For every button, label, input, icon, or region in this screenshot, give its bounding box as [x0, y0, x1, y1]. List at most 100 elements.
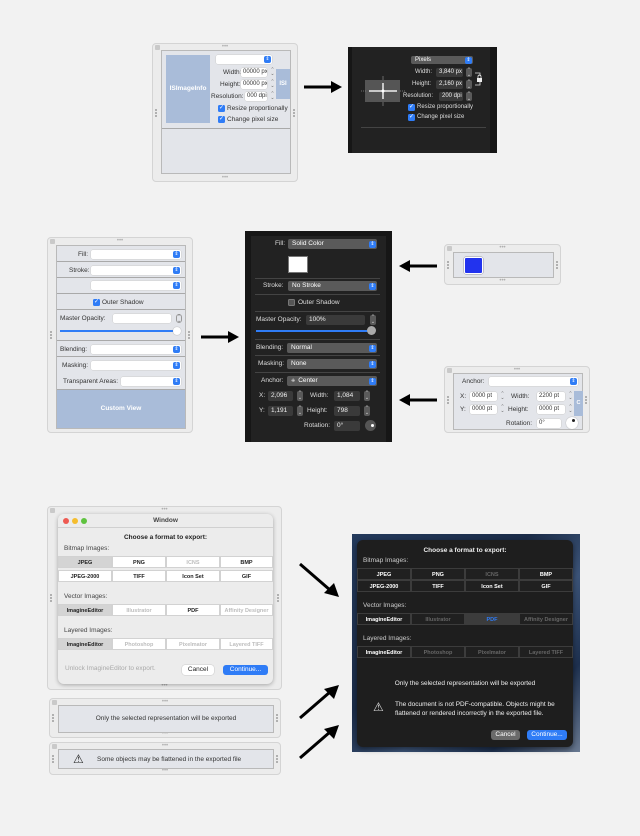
- y-stepper[interactable]: ⌃⌄: [297, 405, 303, 416]
- format-jpeg-2000[interactable]: JPEG-2000: [58, 570, 112, 582]
- slider-knob[interactable]: [173, 327, 181, 335]
- format-layered-tiff[interactable]: Layered TIFF: [220, 638, 273, 650]
- rotation-dial[interactable]: [566, 417, 578, 429]
- close-icon[interactable]: [447, 368, 452, 373]
- width-stepper[interactable]: ⌃⌄: [568, 391, 573, 401]
- y-stepper[interactable]: ⌃⌄: [500, 404, 505, 414]
- cancel-button[interactable]: Cancel: [491, 730, 520, 740]
- format-affinity-designer[interactable]: Affinity Designer: [220, 604, 273, 616]
- lock-icon[interactable]: [474, 71, 484, 87]
- stroke-popup[interactable]: No Stroke⇕: [288, 281, 377, 291]
- master-opacity-field[interactable]: 100%: [306, 315, 365, 325]
- resize-handle-bottom[interactable]: •••: [499, 278, 506, 284]
- format-photoshop[interactable]: Photoshop: [112, 638, 166, 650]
- close-icon[interactable]: [50, 239, 55, 244]
- height-stepper[interactable]: ⌃⌄: [568, 404, 573, 414]
- format-gif[interactable]: GIF: [519, 580, 573, 592]
- master-opacity-stepper[interactable]: ⌃⌄: [370, 314, 376, 325]
- fill-color-well[interactable]: [288, 256, 308, 273]
- blending-popup[interactable]: Normal⇕: [287, 343, 377, 353]
- width-field[interactable]: 1,084: [334, 391, 360, 401]
- close-window-button[interactable]: [63, 518, 69, 524]
- format-imagineeditor-layered[interactable]: ImagineEditor: [58, 638, 112, 650]
- resize-handle-top[interactable]: •••: [161, 743, 169, 749]
- resize-handle-bottom[interactable]: •••: [116, 426, 124, 432]
- fill-popup[interactable]: Solid Color⇕: [288, 239, 377, 249]
- format-imagineeditor-vector[interactable]: ImagineEditor: [357, 613, 411, 625]
- height-stepper[interactable]: ⌃⌄: [466, 79, 472, 90]
- resize-handle-left[interactable]: [447, 395, 449, 404]
- x-field[interactable]: 0000 pt: [470, 392, 497, 401]
- format-bmp[interactable]: BMP: [519, 568, 573, 580]
- resize-handle-top[interactable]: •••: [161, 699, 169, 705]
- width-stepper[interactable]: ⌃⌄: [466, 67, 472, 78]
- blending-popup[interactable]: ⇕: [91, 345, 181, 354]
- masking-popup[interactable]: None⇕: [287, 359, 377, 369]
- resize-handle-bottom[interactable]: •••: [161, 768, 169, 774]
- format-photoshop[interactable]: Photoshop: [411, 646, 465, 658]
- format-tiff[interactable]: TIFF: [411, 580, 465, 592]
- rotation-field[interactable]: 0°: [334, 421, 360, 431]
- close-icon[interactable]: [155, 45, 160, 50]
- rotation-dial[interactable]: [365, 420, 376, 431]
- close-icon[interactable]: [52, 700, 57, 705]
- format-imagineeditor-layered[interactable]: ImagineEditor: [357, 646, 411, 658]
- format-layered-tiff[interactable]: Layered TIFF: [519, 646, 573, 658]
- format-pixelmator[interactable]: Pixelmator: [166, 638, 220, 650]
- resize-handle-right[interactable]: [293, 108, 295, 117]
- fill-popup[interactable]: ⇕: [91, 250, 181, 259]
- format-icns[interactable]: ICNS: [166, 556, 220, 568]
- height-field[interactable]: 798: [334, 406, 360, 416]
- close-icon[interactable]: [50, 508, 55, 513]
- minimize-window-button[interactable]: [72, 518, 78, 524]
- masking-popup[interactable]: ⇕: [91, 361, 181, 370]
- resize-handle-top[interactable]: •••: [499, 245, 506, 251]
- y-field[interactable]: 0000 pt: [470, 405, 497, 414]
- resize-handle-bottom[interactable]: •••: [161, 731, 169, 737]
- format-icon-set[interactable]: Icon Set: [166, 570, 220, 582]
- width-stepper[interactable]: ⌃⌄: [270, 67, 275, 77]
- format-jpeg[interactable]: JPEG: [58, 556, 112, 568]
- transparent-areas-popup[interactable]: ⇕: [121, 377, 181, 386]
- close-icon[interactable]: [447, 246, 452, 251]
- height-field[interactable]: 00000 px: [241, 80, 267, 89]
- x-stepper[interactable]: ⌃⌄: [500, 391, 505, 401]
- height-stepper[interactable]: ⌃⌄: [270, 79, 275, 89]
- x-stepper[interactable]: ⌃⌄: [297, 390, 303, 401]
- resize-handle-bottom[interactable]: •••: [221, 175, 229, 181]
- master-opacity-slider[interactable]: [60, 330, 178, 332]
- resize-handle-right[interactable]: [276, 754, 278, 763]
- slider-knob[interactable]: [367, 326, 376, 335]
- format-pixelmator[interactable]: Pixelmator: [465, 646, 519, 658]
- master-opacity-stepper[interactable]: ⌃⌄: [176, 314, 182, 324]
- height-stepper[interactable]: ⌃⌄: [364, 405, 370, 416]
- format-illustrator[interactable]: Illustrator: [411, 613, 465, 625]
- cancel-button[interactable]: Cancel: [182, 665, 214, 675]
- resize-handle-left[interactable]: [447, 260, 449, 269]
- resize-handle-right[interactable]: [188, 331, 190, 339]
- format-icns[interactable]: ICNS: [465, 568, 519, 580]
- master-opacity-field[interactable]: [113, 314, 171, 323]
- format-imagineeditor-vector[interactable]: ImagineEditor: [58, 604, 112, 616]
- resize-handle-right[interactable]: [276, 714, 278, 722]
- continue-button[interactable]: Continue...: [527, 730, 567, 740]
- resolution-field[interactable]: 200 dpi: [439, 92, 463, 101]
- resolution-stepper[interactable]: ⌃⌄: [270, 91, 275, 101]
- resize-handle-top[interactable]: •••: [221, 44, 229, 50]
- format-png[interactable]: PNG: [112, 556, 166, 568]
- width-stepper[interactable]: ⌃⌄: [364, 390, 370, 401]
- stroke-popup[interactable]: ⇕: [91, 266, 181, 275]
- anchor-popup[interactable]: ⁜Center⇕: [287, 376, 377, 386]
- format-pdf[interactable]: PDF: [465, 613, 519, 625]
- format-icon-set[interactable]: Icon Set: [465, 580, 519, 592]
- rotation-field[interactable]: 0°: [537, 419, 561, 428]
- change-pixel-size-checkbox[interactable]: ✓: [218, 116, 225, 123]
- continue-button[interactable]: Continue...: [223, 665, 268, 675]
- resize-handle-right[interactable]: [277, 594, 279, 602]
- resize-proportionally-checkbox[interactable]: ✓: [218, 105, 225, 112]
- width-field[interactable]: 3,840 px: [436, 68, 463, 77]
- resize-handle-right[interactable]: [556, 260, 558, 269]
- anchor-popup[interactable]: ⇕: [489, 377, 578, 386]
- master-opacity-slider[interactable]: [256, 330, 373, 332]
- color-well[interactable]: [464, 257, 483, 274]
